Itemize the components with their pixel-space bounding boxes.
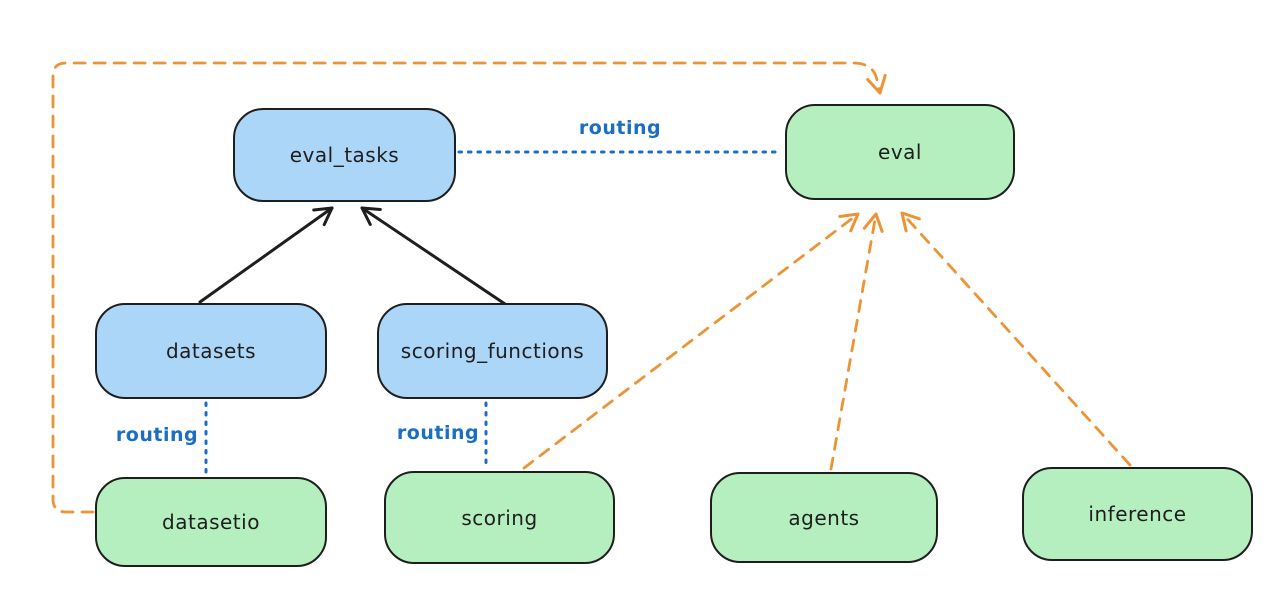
node-datasets-label: datasets [165, 339, 257, 363]
edge-scoring-to-eval-dashed-arrow [522, 212, 860, 470]
node-agents[interactable]: agents [710, 472, 938, 563]
node-eval-label: eval [878, 140, 922, 164]
node-scoring[interactable]: scoring [384, 471, 615, 564]
node-datasets[interactable]: datasets [95, 303, 327, 399]
edge-label-routing-scoring-functions-to-scoring: routing [396, 422, 480, 444]
node-scoring-functions-label: scoring_functions [400, 339, 585, 363]
edge-label-routing-eval-tasks-to-eval: routing [578, 117, 662, 139]
node-agents-label: agents [788, 505, 860, 530]
node-inference-label: inference [1088, 502, 1187, 526]
node-eval[interactable]: eval [785, 104, 1015, 200]
node-datasetio[interactable]: datasetio [95, 477, 327, 567]
edge-datasetio-to-eval-dashed-arrow [51, 61, 887, 514]
node-datasetio-label: datasetio [162, 510, 260, 534]
node-eval-tasks[interactable]: eval_tasks [233, 108, 456, 202]
edge-agents-to-eval-dashed-arrow [829, 212, 884, 471]
node-inference[interactable]: inference [1022, 467, 1253, 561]
edge-scoring-functions-to-eval-tasks-arrow [360, 206, 507, 306]
node-scoring-functions[interactable]: scoring_functions [377, 303, 608, 399]
node-scoring-label: scoring [461, 505, 538, 530]
node-eval-tasks-label: eval_tasks [289, 143, 400, 167]
edge-inference-to-eval-dashed-arrow [900, 211, 1132, 467]
edge-datasets-to-eval-tasks-arrow [198, 206, 334, 304]
edge-label-routing-datasets-to-datasetio: routing [115, 424, 199, 446]
